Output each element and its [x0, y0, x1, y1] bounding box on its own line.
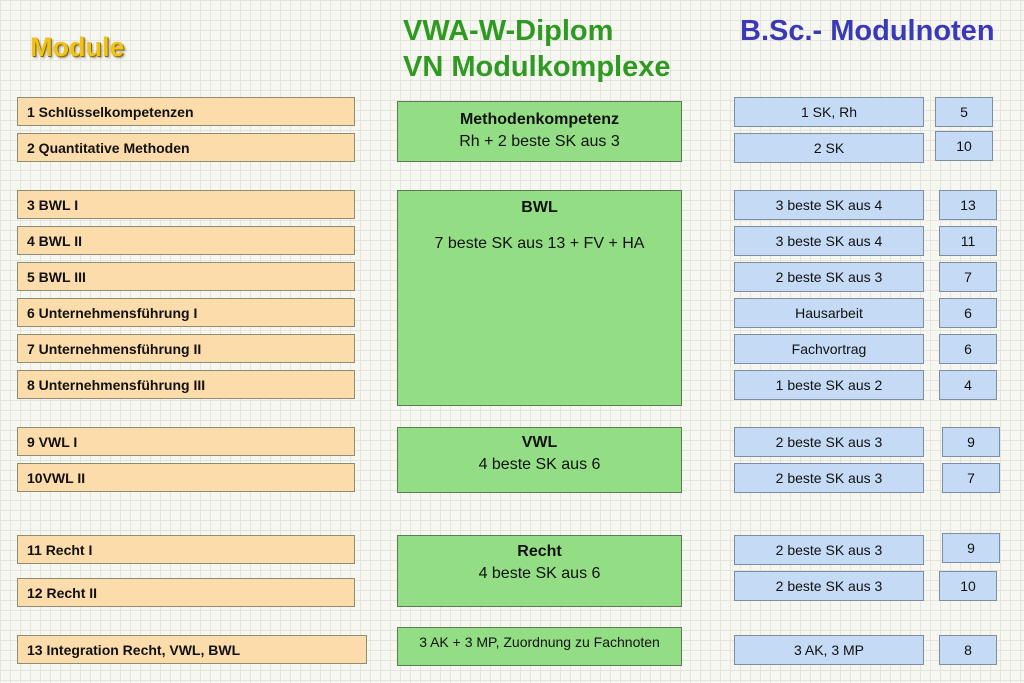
grade-label: 3 beste SK aus 4 — [734, 190, 924, 220]
module-box: 11 Recht I — [17, 535, 355, 564]
complex-box-recht: Recht 4 beste SK aus 6 — [397, 535, 682, 607]
module-box: 6 Unternehmensführung I — [17, 298, 355, 327]
grade-value: 13 — [939, 190, 997, 220]
module-box: 2 Quantitative Methoden — [17, 133, 355, 162]
vwa-title-line2: VN Modulkomplexe — [403, 51, 671, 83]
grade-value: 10 — [939, 571, 997, 601]
grade-label: 2 beste SK aus 3 — [734, 535, 924, 565]
complex-box-integration: 3 AK + 3 MP, Zuordnung zu Fachnoten — [397, 627, 682, 666]
grade-label: 3 beste SK aus 4 — [734, 226, 924, 256]
complex-box-vwl: VWL 4 beste SK aus 6 — [397, 427, 682, 493]
vwa-title: VWA-W-Diplom VN Modulkomplexe — [403, 13, 671, 85]
grade-value: 9 — [942, 427, 1000, 457]
module-title: Module — [30, 32, 125, 62]
grade-value: 8 — [939, 635, 997, 665]
grade-value: 10 — [935, 131, 993, 161]
module-box: 13 Integration Recht, VWL, BWL — [17, 635, 367, 664]
complex-rule: Rh + 2 beste SK aus 3 — [459, 133, 620, 150]
complex-box-bwl: BWL 7 beste SK aus 13 + FV + HA — [397, 190, 682, 406]
complex-rule: 4 beste SK aus 6 — [478, 456, 601, 473]
complex-title: Recht — [517, 543, 562, 560]
complex-rule: 7 beste SK aus 13 + FV + HA — [434, 235, 645, 252]
grade-label: 1 SK, Rh — [734, 97, 924, 127]
grade-label: 2 beste SK aus 3 — [734, 463, 924, 493]
complex-rule: 3 AK + 3 MP, Zuordnung zu Fachnoten — [419, 634, 660, 650]
module-box: 5 BWL III — [17, 262, 355, 291]
grade-value: 7 — [939, 262, 997, 292]
complex-title: Methodenkompetenz — [459, 111, 620, 128]
grade-label: 3 AK, 3 MP — [734, 635, 924, 665]
complex-rule: 4 beste SK aus 6 — [478, 565, 601, 582]
grade-value: 4 — [939, 370, 997, 400]
grade-value: 6 — [939, 334, 997, 364]
grade-label: 2 SK — [734, 133, 924, 163]
module-box: 10VWL II — [17, 463, 355, 492]
bsc-title: B.Sc.- Modulnoten — [740, 15, 995, 47]
grade-label: Hausarbeit — [734, 298, 924, 328]
grade-label: Fachvortrag — [734, 334, 924, 364]
grade-value: 5 — [935, 97, 993, 127]
complex-title: BWL — [521, 199, 558, 216]
grade-value: 11 — [939, 226, 997, 256]
grade-label: 1 beste SK aus 2 — [734, 370, 924, 400]
module-box: 3 BWL I — [17, 190, 355, 219]
module-box: 7 Unternehmensführung II — [17, 334, 355, 363]
module-box: 12 Recht II — [17, 578, 355, 607]
module-box: 1 Schlüsselkompetenzen — [17, 97, 355, 126]
module-box: 4 BWL II — [17, 226, 355, 255]
module-box: 8 Unternehmensführung III — [17, 370, 355, 399]
module-box: 9 VWL I — [17, 427, 355, 456]
grade-label: 2 beste SK aus 3 — [734, 427, 924, 457]
grade-label: 2 beste SK aus 3 — [734, 262, 924, 292]
complex-box-methodenkompetenz: Methodenkompetenz Rh + 2 beste SK aus 3 — [397, 101, 682, 162]
vwa-title-line1: VWA-W-Diplom — [403, 15, 614, 47]
grade-value: 9 — [942, 533, 1000, 563]
grade-label: 2 beste SK aus 3 — [734, 571, 924, 601]
grade-value: 6 — [939, 298, 997, 328]
grade-value: 7 — [942, 463, 1000, 493]
complex-title: VWL — [521, 434, 558, 451]
